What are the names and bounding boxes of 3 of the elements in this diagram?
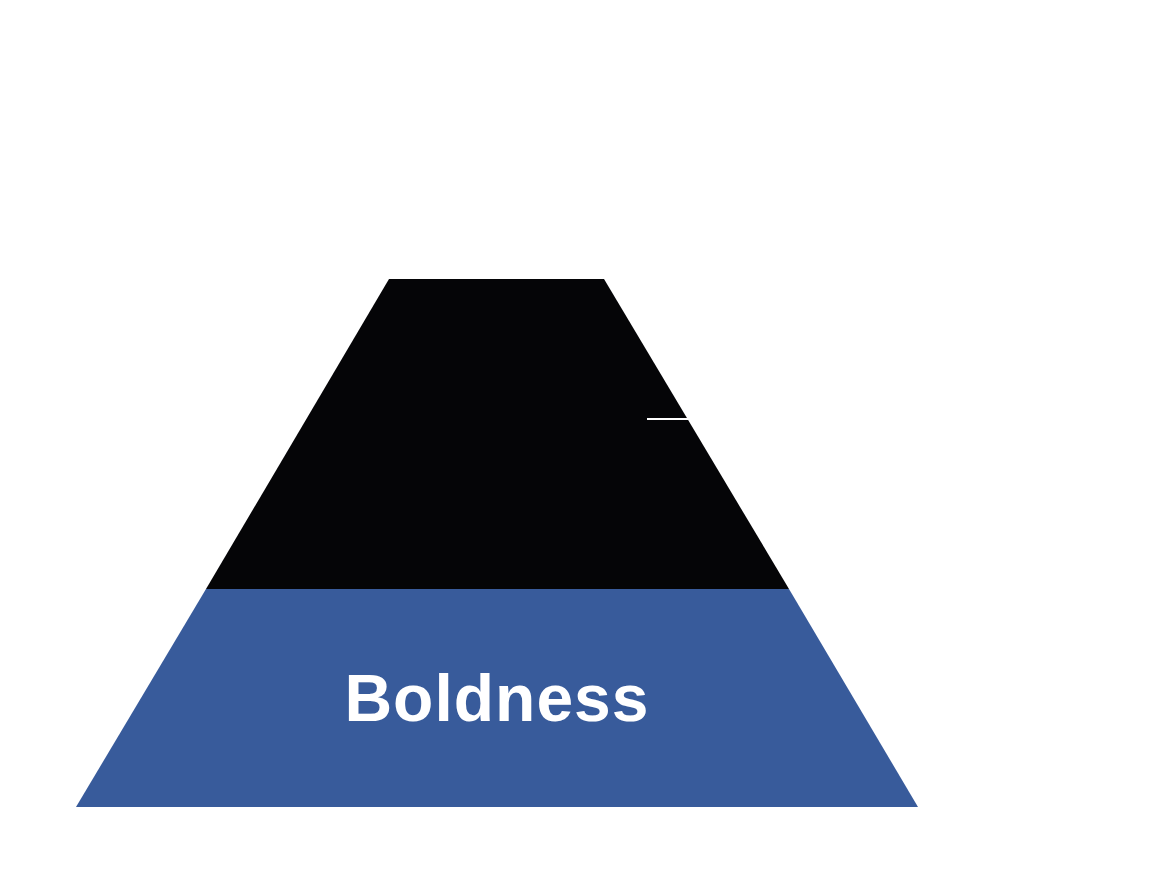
pyramid-band bbox=[76, 589, 918, 807]
band-label: Boldness bbox=[344, 660, 650, 736]
pyramid-band bbox=[206, 279, 789, 589]
